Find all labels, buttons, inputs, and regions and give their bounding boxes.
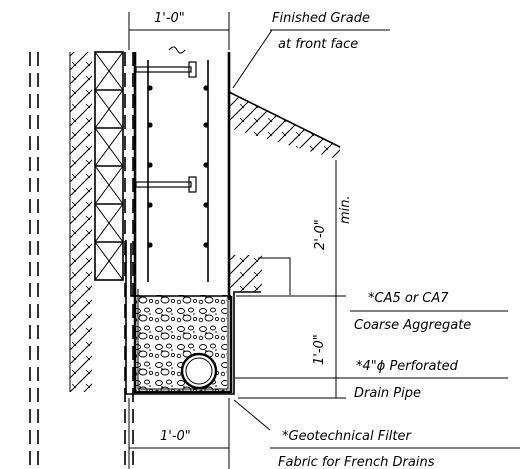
finished-grade-line1: Finished Grade	[272, 11, 370, 26]
top-width-label: 1'-0"	[154, 11, 185, 26]
dimension-top-width: 1'-0"	[128, 11, 230, 50]
aggregate-line2: Coarse Aggregate	[354, 318, 471, 333]
dimension-bottom-width: 1'-0"	[128, 398, 230, 469]
lagging-boxes	[94, 51, 124, 281]
french-drain-trench	[125, 240, 261, 395]
vertical-lower-label: 1'-0"	[312, 334, 327, 365]
filter-line2: Fabric for French Drains	[278, 455, 435, 469]
left-earth-hatch	[69, 52, 92, 392]
finished-grade-callout: Finished Grade at front face	[232, 11, 390, 89]
bottom-width-label: 1'-0"	[160, 429, 191, 444]
aggregate-line1: *CA5 or CA7	[368, 291, 449, 306]
filter-line1: *Geotechnical Filter	[282, 429, 413, 444]
filter-fabric-callout: *Geotechnical Filter Fabric for French D…	[233, 399, 520, 469]
vertical-upper-label: 2'-0"	[313, 219, 328, 250]
vertical-upper-note: min.	[338, 195, 353, 224]
wall	[133, 46, 231, 300]
left-dashed-lines	[29, 52, 134, 469]
finished-grade-line2: at front face	[278, 37, 358, 52]
pipe-line1: *4"ϕ Perforated	[356, 359, 459, 374]
aggregate-callout: *CA5 or CA7 Coarse Aggregate	[350, 291, 508, 333]
pipe-callout: *4"ϕ Perforated Drain Pipe	[235, 359, 508, 401]
pipe-line2: Drain Pipe	[354, 386, 421, 401]
right-earth-hatch	[228, 91, 341, 295]
dimension-vertical: 2'-0" min. 1'-0"	[236, 160, 353, 399]
